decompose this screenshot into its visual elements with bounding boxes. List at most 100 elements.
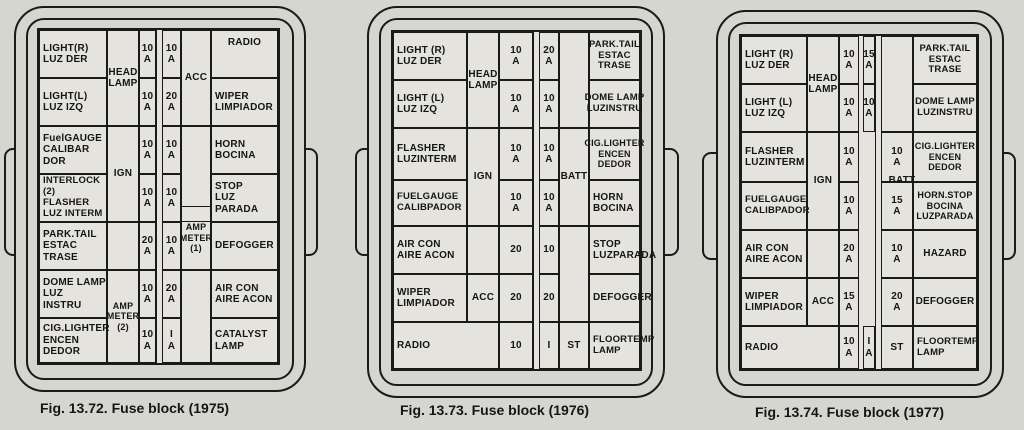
fuse-rating: 15 A — [839, 278, 859, 326]
fuse-rating: 20 A — [539, 32, 559, 80]
fuse-rating: 20 A — [839, 230, 859, 278]
fuse-label: DEFOGGER — [589, 274, 652, 322]
fuse-label: FuelGAUGE CALIBAR DOR — [39, 126, 107, 174]
fuse-grid: LIGHT(R) LUZ DER HEAD LAMP 10 A 10 A RAD… — [37, 28, 280, 365]
fuse-label: CATALYST LAMP — [211, 318, 278, 363]
fuse-label: FUELGAUGE CALIBPADOR — [393, 180, 467, 226]
fuse-rating: 10 A — [499, 180, 533, 226]
fuse-label: RADIO — [741, 326, 839, 369]
circuit-label: AMP METER (2) — [107, 270, 139, 363]
fuse-label: HORN BOCINA — [589, 180, 640, 226]
fuse-rating: 10 A — [839, 36, 859, 84]
fuse-rating: 10 A — [881, 132, 913, 182]
fuse-label: AIR CON AIRE ACON — [741, 230, 807, 278]
circuit-label: HEAD LAMP — [807, 36, 839, 132]
fuse-rating: 10 A — [539, 180, 559, 226]
fuse-label: AIR CON AIRE ACON — [211, 270, 278, 318]
fuse-label: PARK.TAIL ESTAC TRASE — [913, 36, 977, 84]
fuse-label: DEFOGGER — [211, 222, 278, 270]
empty-cell — [559, 226, 589, 322]
empty-cell — [881, 36, 913, 132]
fuse-grid: LIGHT (R) LUZ DER HEAD LAMP 10 A 15 A PA… — [739, 34, 979, 371]
fuse-rating: 10 A — [863, 84, 875, 132]
fuse-rating: 10 A — [139, 318, 156, 363]
empty-cell — [467, 226, 499, 274]
fuse-label: STOP LUZ PARADA — [211, 174, 278, 222]
fuse-rating: 10 A — [162, 126, 181, 174]
fuse-label: HAZARD — [913, 230, 977, 278]
fuse-rating: 10 A — [139, 78, 156, 126]
fuse-rating: 20 — [499, 274, 533, 322]
circuit-label: BATT — [559, 128, 589, 226]
empty-cell — [181, 126, 211, 222]
fuse-label: LIGHT (L) LUZ IZQ — [393, 80, 467, 128]
fuse-label: LIGHT(R) LUZ DER — [39, 30, 107, 78]
circuit-label: BATT — [888, 175, 916, 187]
fuse-label: FLOORTEMP LAMP — [913, 326, 978, 369]
fuse-block-1975: LIGHT(R) LUZ DER HEAD LAMP 10 A 10 A RAD… — [0, 0, 320, 430]
fuse-rating: 20 A — [139, 222, 156, 270]
fuse-rating: I A — [863, 326, 875, 369]
inner-housing — [379, 18, 653, 386]
fuse-rating: 10 — [539, 226, 559, 274]
circuit-label: ACC — [467, 274, 499, 322]
fuse-grid: LIGHT (R) LUZ DER HEAD LAMP 10 A 20 A PA… — [391, 30, 656, 371]
bus-line — [875, 36, 876, 369]
fuse-label: DOME LAMP LUZINSTRU — [585, 80, 644, 128]
fuse-block-1977: LIGHT (R) LUZ DER HEAD LAMP 10 A 15 A PA… — [700, 0, 1024, 430]
fuse-rating: 10 A — [839, 182, 859, 230]
circuit-label: IGN — [107, 126, 139, 222]
fuse-rating: 10 A — [139, 270, 156, 318]
circuit-label: HEAD LAMP — [107, 30, 139, 126]
empty-cell — [107, 222, 139, 270]
fuse-rating: 10 A — [139, 126, 156, 174]
inner-housing — [26, 18, 294, 380]
fuse-label: RADIO — [393, 322, 499, 369]
fuse-rating: 10 A — [839, 326, 859, 369]
circuit-label: HEAD LAMP — [467, 32, 499, 128]
fuse-label: PARK.TAIL ESTAC TRASE — [589, 32, 640, 80]
fuse-label: DEFOGGER — [913, 278, 977, 326]
fuse-label: RADIO — [211, 30, 278, 78]
fuse-rating: 10 A — [162, 222, 181, 270]
fuse-label: PARK.TAIL ESTAC TRASE — [39, 222, 107, 270]
fuse-label: HORN.STOP BOCINA LUZPARADA — [913, 182, 977, 230]
circuit-label: IGN — [467, 128, 499, 226]
circuit-label: ST — [881, 326, 913, 369]
circuit-label: IGN — [807, 132, 839, 230]
fuse-label: LIGHT (R) LUZ DER — [393, 32, 467, 80]
fuse-rating: 10 A — [139, 174, 156, 222]
fuse-label: LIGHT (L) LUZ IZQ — [741, 84, 807, 132]
fuse-label: CIG.LIGHTER ENCEN DEDOR — [913, 132, 977, 182]
circuit-label: ACC — [181, 30, 211, 126]
fuse-rating: 20 A — [162, 270, 181, 318]
figure-caption: Fig. 13.74. Fuse block (1977) — [755, 404, 945, 420]
fuse-rating: 20 A — [881, 278, 913, 326]
empty-cell — [181, 270, 211, 363]
fuse-rating: 10 A — [139, 30, 156, 78]
fuse-rating: I — [539, 322, 559, 369]
fuse-rating: 10 A — [839, 132, 859, 182]
fuse-label: WIPER LIMPIADOR — [741, 278, 807, 326]
bus-line — [156, 30, 157, 363]
empty-cell — [807, 230, 839, 278]
fuse-rating: 10 A — [162, 30, 181, 78]
fuse-block-1976: LIGHT (R) LUZ DER HEAD LAMP 10 A 20 A PA… — [355, 0, 695, 430]
fuse-rating: 20 — [499, 226, 533, 274]
fuse-label: LIGHT(L) LUZ IZQ — [39, 78, 107, 126]
bus-line — [533, 32, 534, 369]
fuse-rating: 10 A — [162, 174, 181, 222]
empty-cell — [559, 32, 589, 128]
figure-caption: Fig. 13.73. Fuse block (1976) — [400, 402, 590, 418]
fuse-rating: 10 A — [499, 128, 533, 180]
fuse-rating: 10 A — [539, 80, 559, 128]
fuse-rating: 10 A — [539, 128, 559, 180]
fuse-label: CIG.LIGHTER ENCEN DEDOR — [584, 128, 644, 180]
figure-caption: Fig. 13.72. Fuse block (1975) — [40, 400, 230, 416]
fuse-label: DOME LAMP LUZINSTRU — [913, 84, 977, 132]
fuse-label: HORN BOCINA — [211, 126, 278, 174]
fuse-label: WIPER LIMPIADOR — [211, 78, 278, 126]
fuse-label: LIGHT (R) LUZ DER — [741, 36, 807, 84]
fuse-rating: 15 A — [863, 36, 875, 84]
fuse-rating: 20 A — [162, 78, 181, 126]
